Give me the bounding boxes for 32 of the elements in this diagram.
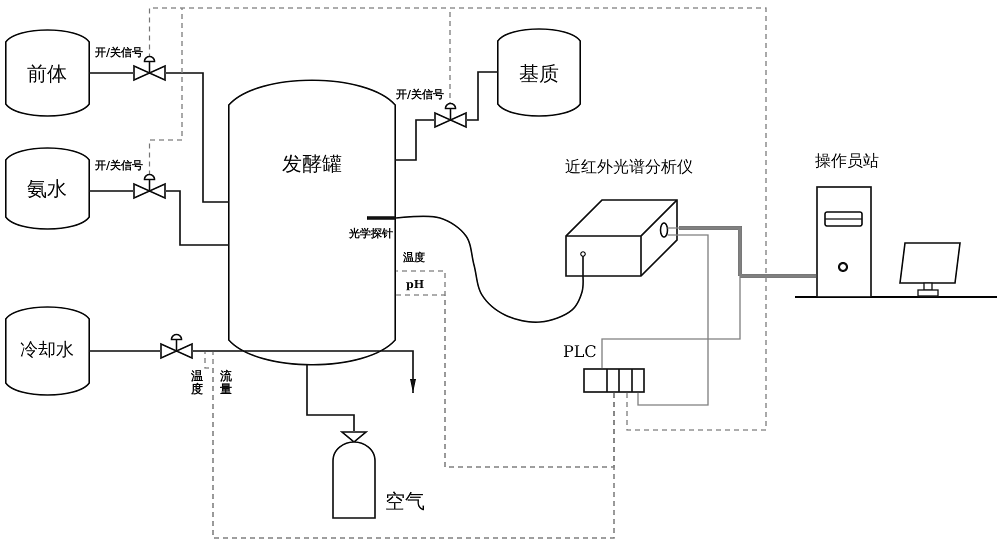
tank-label: 发酵罐 bbox=[282, 152, 342, 176]
edge-label: 温度 bbox=[191, 370, 203, 396]
arrow bbox=[396, 350, 416, 393]
dashed-line bbox=[450, 7, 767, 431]
connector-line bbox=[637, 234, 709, 406]
tank-label: 氨水 bbox=[27, 178, 67, 200]
valve-label: 开/关信号 bbox=[95, 160, 144, 172]
connector-line bbox=[467, 71, 497, 121]
connector-line bbox=[396, 119, 434, 161]
cylinder-label: 空气 bbox=[385, 490, 425, 513]
connector-line bbox=[166, 190, 228, 246]
dashed-line bbox=[148, 8, 183, 174]
edge-label: pH bbox=[406, 279, 424, 292]
connector-line bbox=[193, 350, 228, 352]
tank-label: 基质 bbox=[519, 62, 559, 86]
connector-line bbox=[166, 72, 228, 203]
device-label: 操作员站 bbox=[815, 152, 879, 170]
device-label: PLC bbox=[563, 343, 597, 362]
tank-label: 前体 bbox=[27, 62, 67, 86]
valve-label: 开/关信号 bbox=[95, 47, 144, 60]
connector-line bbox=[306, 365, 355, 431]
probe-label: 光学探针 bbox=[349, 228, 393, 241]
tank-label: 冷却水 bbox=[20, 340, 74, 362]
dashed-line bbox=[148, 7, 182, 56]
connector-line bbox=[90, 350, 160, 352]
connector-line bbox=[396, 216, 584, 323]
edge-label: 流量 bbox=[220, 370, 232, 396]
valve-label: 开/关信号 bbox=[396, 89, 444, 102]
connector-line bbox=[90, 190, 133, 192]
connector-line bbox=[90, 72, 133, 74]
edge-label: 温度 bbox=[403, 252, 425, 264]
device-label: 近红外光谱分析仪 bbox=[565, 158, 693, 176]
